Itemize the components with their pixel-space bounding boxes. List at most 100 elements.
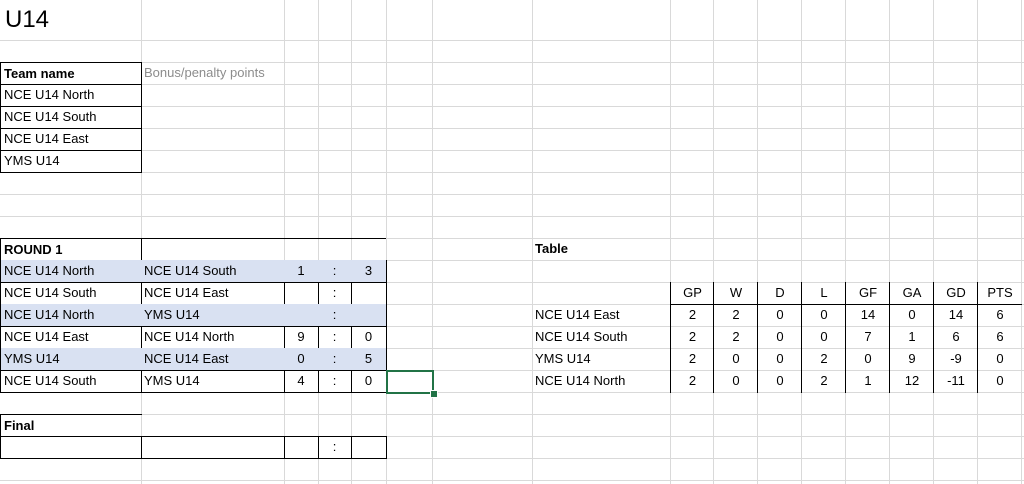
standings-value-gp[interactable]: 2 <box>670 304 714 327</box>
standings-value-d[interactable]: 0 <box>757 326 802 349</box>
match-away-score[interactable]: 3 <box>351 260 387 283</box>
selected-cell[interactable] <box>386 370 434 394</box>
team-name-cell[interactable]: NCE U14 North <box>0 84 142 107</box>
standings-value-pts[interactable]: 6 <box>977 326 1022 349</box>
match-score-separator[interactable]: : <box>318 304 352 327</box>
match-score-separator[interactable]: : <box>318 348 352 371</box>
match-home-score[interactable]: 9 <box>284 326 319 349</box>
match-home-team[interactable]: YMS U14 <box>0 348 142 371</box>
match-home-team[interactable]: NCE U14 South <box>0 370 142 393</box>
match-away-score[interactable] <box>351 282 387 305</box>
final-home-score[interactable] <box>284 436 319 459</box>
standings-value-d[interactable]: 0 <box>757 348 802 371</box>
fill-handle[interactable] <box>430 390 438 398</box>
standings-value-gd[interactable]: 14 <box>933 304 978 327</box>
standings-team-cell[interactable]: YMS U14 <box>535 351 591 366</box>
standings-header-gf[interactable]: GF <box>845 282 890 305</box>
match-away-score[interactable]: 5 <box>351 348 387 371</box>
match-home-score[interactable]: 1 <box>284 260 319 283</box>
gridline-vertical <box>432 0 433 484</box>
final-score-separator[interactable]: : <box>318 436 352 459</box>
team-name-cell[interactable]: NCE U14 East <box>0 128 142 151</box>
standings-value-gf[interactable]: 1 <box>845 370 890 393</box>
match-away-score[interactable]: 0 <box>351 370 387 393</box>
standings-team-cell[interactable]: NCE U14 South <box>535 329 628 344</box>
standings-header-w[interactable]: W <box>713 282 758 305</box>
gridline-horizontal <box>0 62 1024 63</box>
match-away-team[interactable]: NCE U14 North <box>141 326 285 349</box>
standings-header-pts[interactable]: PTS <box>977 282 1022 305</box>
gridline-horizontal <box>0 370 1024 371</box>
match-away-score[interactable] <box>351 304 387 327</box>
standings-header-gd[interactable]: GD <box>933 282 978 305</box>
match-home-score[interactable] <box>284 282 319 305</box>
final-away-score[interactable] <box>351 436 387 459</box>
standings-value-ga[interactable]: 9 <box>889 348 934 371</box>
standings-value-d[interactable]: 0 <box>757 304 802 327</box>
match-away-team[interactable]: NCE U14 East <box>141 282 285 305</box>
match-away-team[interactable]: NCE U14 East <box>141 348 285 371</box>
gridline-horizontal <box>0 458 1024 459</box>
standings-value-gd[interactable]: 6 <box>933 326 978 349</box>
final-away-team[interactable] <box>141 436 285 459</box>
match-score-separator[interactable]: : <box>318 326 352 349</box>
standings-value-gf[interactable]: 7 <box>845 326 890 349</box>
standings-value-l[interactable]: 2 <box>801 370 846 393</box>
gridline-horizontal <box>0 260 1024 261</box>
match-away-team[interactable]: YMS U14 <box>141 370 285 393</box>
standings-value-pts[interactable]: 0 <box>977 348 1022 371</box>
standings-team-cell[interactable]: NCE U14 East <box>535 307 620 322</box>
round-label[interactable]: ROUND 1 <box>0 238 142 261</box>
match-away-team[interactable]: NCE U14 South <box>141 260 285 283</box>
standings-value-ga[interactable]: 1 <box>889 326 934 349</box>
standings-value-pts[interactable]: 0 <box>977 370 1022 393</box>
standings-value-gd[interactable]: -11 <box>933 370 978 393</box>
match-away-score[interactable]: 0 <box>351 326 387 349</box>
standings-header-gp[interactable]: GP <box>670 282 714 305</box>
team-name-header[interactable]: Team name <box>0 62 142 85</box>
standings-value-l[interactable]: 2 <box>801 348 846 371</box>
team-name-cell[interactable]: NCE U14 South <box>0 106 142 129</box>
standings-value-w[interactable]: 0 <box>713 370 758 393</box>
round-table-top-border <box>141 238 386 239</box>
standings-header-l[interactable]: L <box>801 282 846 305</box>
standings-team-cell[interactable]: NCE U14 North <box>535 373 626 388</box>
standings-value-gp[interactable]: 2 <box>670 326 714 349</box>
standings-value-d[interactable]: 0 <box>757 370 802 393</box>
standings-value-pts[interactable]: 6 <box>977 304 1022 327</box>
gridline-horizontal <box>0 348 1024 349</box>
standings-value-gf[interactable]: 0 <box>845 348 890 371</box>
standings-value-gd[interactable]: -9 <box>933 348 978 371</box>
standings-value-w[interactable]: 0 <box>713 348 758 371</box>
final-home-team[interactable] <box>0 436 142 459</box>
standings-value-w[interactable]: 2 <box>713 304 758 327</box>
match-home-team[interactable]: NCE U14 North <box>0 260 142 283</box>
match-score-separator[interactable]: : <box>318 260 352 283</box>
standings-value-gp[interactable]: 2 <box>670 348 714 371</box>
bonus-penalty-header[interactable]: Bonus/penalty points <box>144 65 265 80</box>
standings-value-gp[interactable]: 2 <box>670 370 714 393</box>
standings-header-d[interactable]: D <box>757 282 802 305</box>
match-home-team[interactable]: NCE U14 South <box>0 282 142 305</box>
match-home-team[interactable]: NCE U14 North <box>0 304 142 327</box>
gridline-vertical <box>386 0 387 484</box>
match-home-score[interactable]: 0 <box>284 348 319 371</box>
match-away-team[interactable]: YMS U14 <box>141 304 285 327</box>
standings-value-l[interactable]: 0 <box>801 304 846 327</box>
team-name-cell[interactable]: YMS U14 <box>0 150 142 173</box>
sheet-title[interactable]: U14 <box>5 6 50 33</box>
standings-value-ga[interactable]: 0 <box>889 304 934 327</box>
match-score-separator[interactable]: : <box>318 282 352 305</box>
match-home-team[interactable]: NCE U14 East <box>0 326 142 349</box>
match-home-score[interactable]: 4 <box>284 370 319 393</box>
standings-value-w[interactable]: 2 <box>713 326 758 349</box>
final-label[interactable]: Final <box>0 414 142 437</box>
standings-title[interactable]: Table <box>535 241 568 256</box>
match-home-score[interactable] <box>284 304 319 327</box>
standings-value-gf[interactable]: 14 <box>845 304 890 327</box>
standings-header-ga[interactable]: GA <box>889 282 934 305</box>
match-score-separator[interactable]: : <box>318 370 352 393</box>
standings-value-l[interactable]: 0 <box>801 326 846 349</box>
standings-value-ga[interactable]: 12 <box>889 370 934 393</box>
